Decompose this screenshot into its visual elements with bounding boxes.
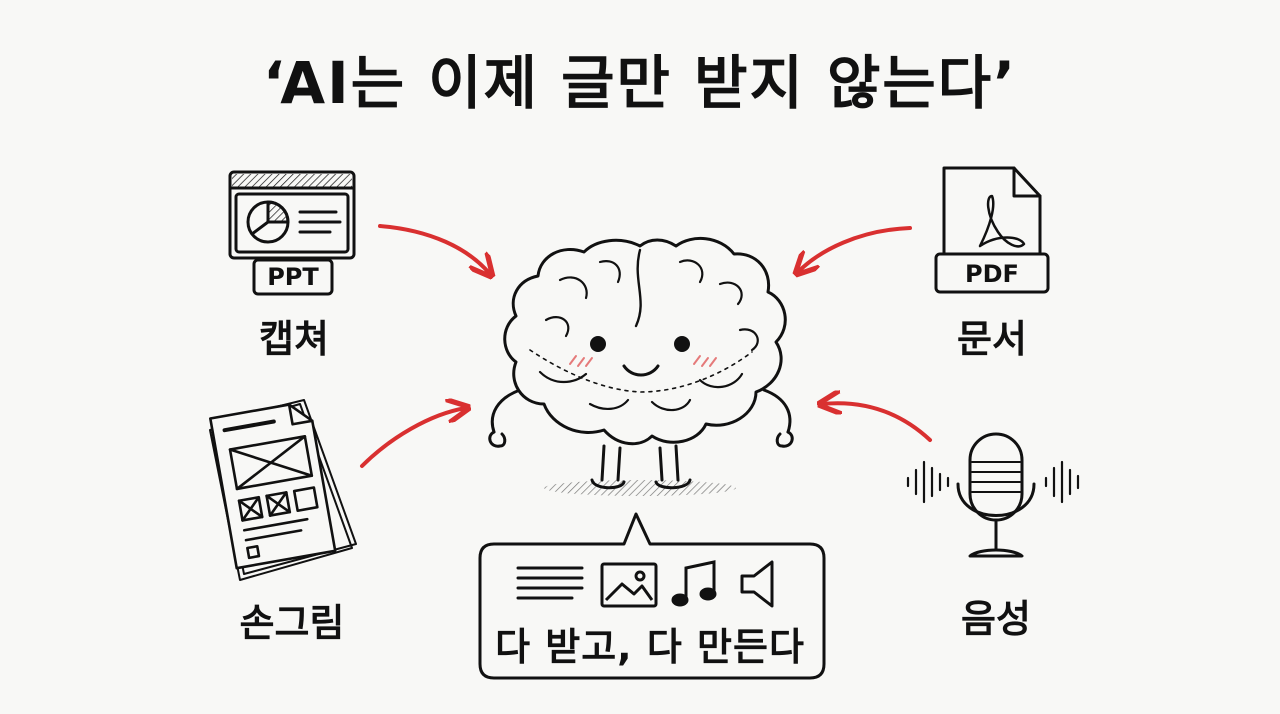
- ppt-label: 캡쳐: [259, 317, 329, 361]
- arrows: [360, 224, 932, 468]
- music-note-icon: [671, 560, 717, 607]
- text-lines-icon: [516, 566, 584, 600]
- arrow-ppt-to-brain: [378, 224, 490, 274]
- arrow-pdf-to-brain: [798, 226, 912, 272]
- presentation-window-icon: [228, 170, 356, 296]
- speech-bubble: [478, 512, 826, 680]
- ppt-badge: PPT: [267, 263, 319, 291]
- arrow-sketch-to-brain: [360, 408, 466, 468]
- brain-character-icon: [488, 236, 794, 496]
- wireframe-sketch-icon: [209, 399, 357, 581]
- speaker-icon: [740, 560, 774, 608]
- pdf-label: 문서: [957, 317, 1027, 361]
- page-title: ‘AI는 이제 글만 받지 않는다’: [262, 49, 1018, 117]
- image-icon: [600, 562, 658, 608]
- microphone-icon: [906, 432, 1080, 558]
- pdf-file-icon: [934, 166, 1050, 294]
- voice-label: 음성: [961, 597, 1031, 641]
- arrow-voice-to-brain: [822, 403, 932, 442]
- bubble-text: 다 받고, 다 만든다: [495, 625, 805, 669]
- sketch-label: 손그림: [239, 601, 345, 645]
- pdf-badge: PDF: [965, 260, 1019, 288]
